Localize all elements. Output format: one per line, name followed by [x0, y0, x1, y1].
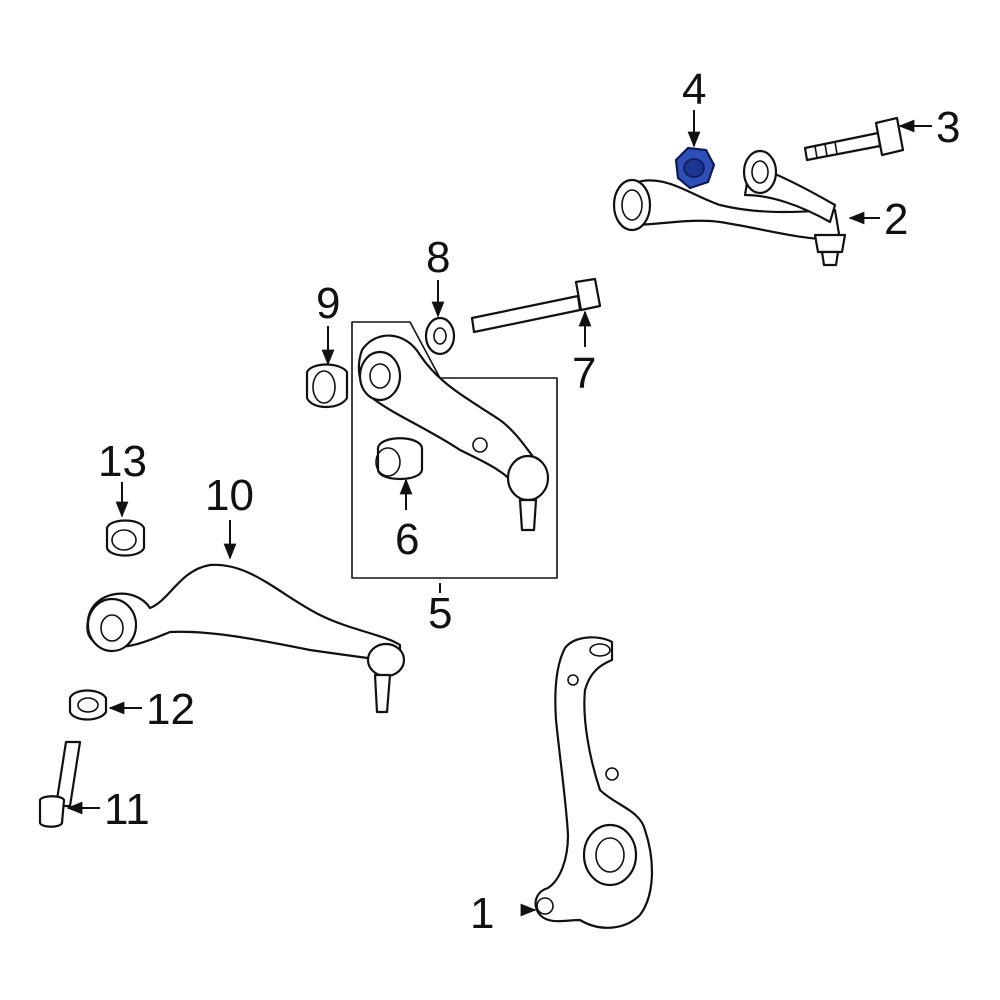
bushing-6[interactable]: [375, 437, 424, 480]
callout-5: 5: [428, 589, 452, 638]
callout-arrows: [66, 110, 932, 917]
lower-front-arm[interactable]: [357, 334, 550, 532]
bolt-3[interactable]: [803, 116, 905, 162]
bushing-9[interactable]: [305, 363, 349, 409]
callout-6: 6: [395, 515, 419, 564]
callout-9: 9: [316, 279, 340, 328]
callout-10: 10: [205, 471, 254, 520]
callout-11: 11: [104, 785, 150, 834]
callout-8: 8: [426, 233, 450, 282]
lower-rear-arm[interactable]: [86, 563, 406, 714]
washer-8[interactable]: [424, 316, 456, 356]
callout-2: 2: [884, 195, 908, 244]
bolt-7[interactable]: [470, 277, 602, 334]
callout-12: 12: [146, 685, 195, 734]
nut-4-highlighted[interactable]: [674, 146, 716, 190]
bolt-11[interactable]: [38, 740, 82, 828]
bushing-13[interactable]: [105, 519, 146, 557]
callout-4: 4: [682, 65, 706, 114]
callout-7: 7: [572, 349, 596, 398]
callout-3: 3: [936, 103, 960, 152]
callout-1: 1: [470, 889, 494, 938]
assembly-5-frame: [351, 321, 558, 579]
steering-knuckle[interactable]: [534, 636, 653, 929]
callout-13: 13: [98, 437, 147, 486]
bushing-12[interactable]: [68, 689, 108, 721]
upper-control-arm[interactable]: [612, 149, 847, 267]
